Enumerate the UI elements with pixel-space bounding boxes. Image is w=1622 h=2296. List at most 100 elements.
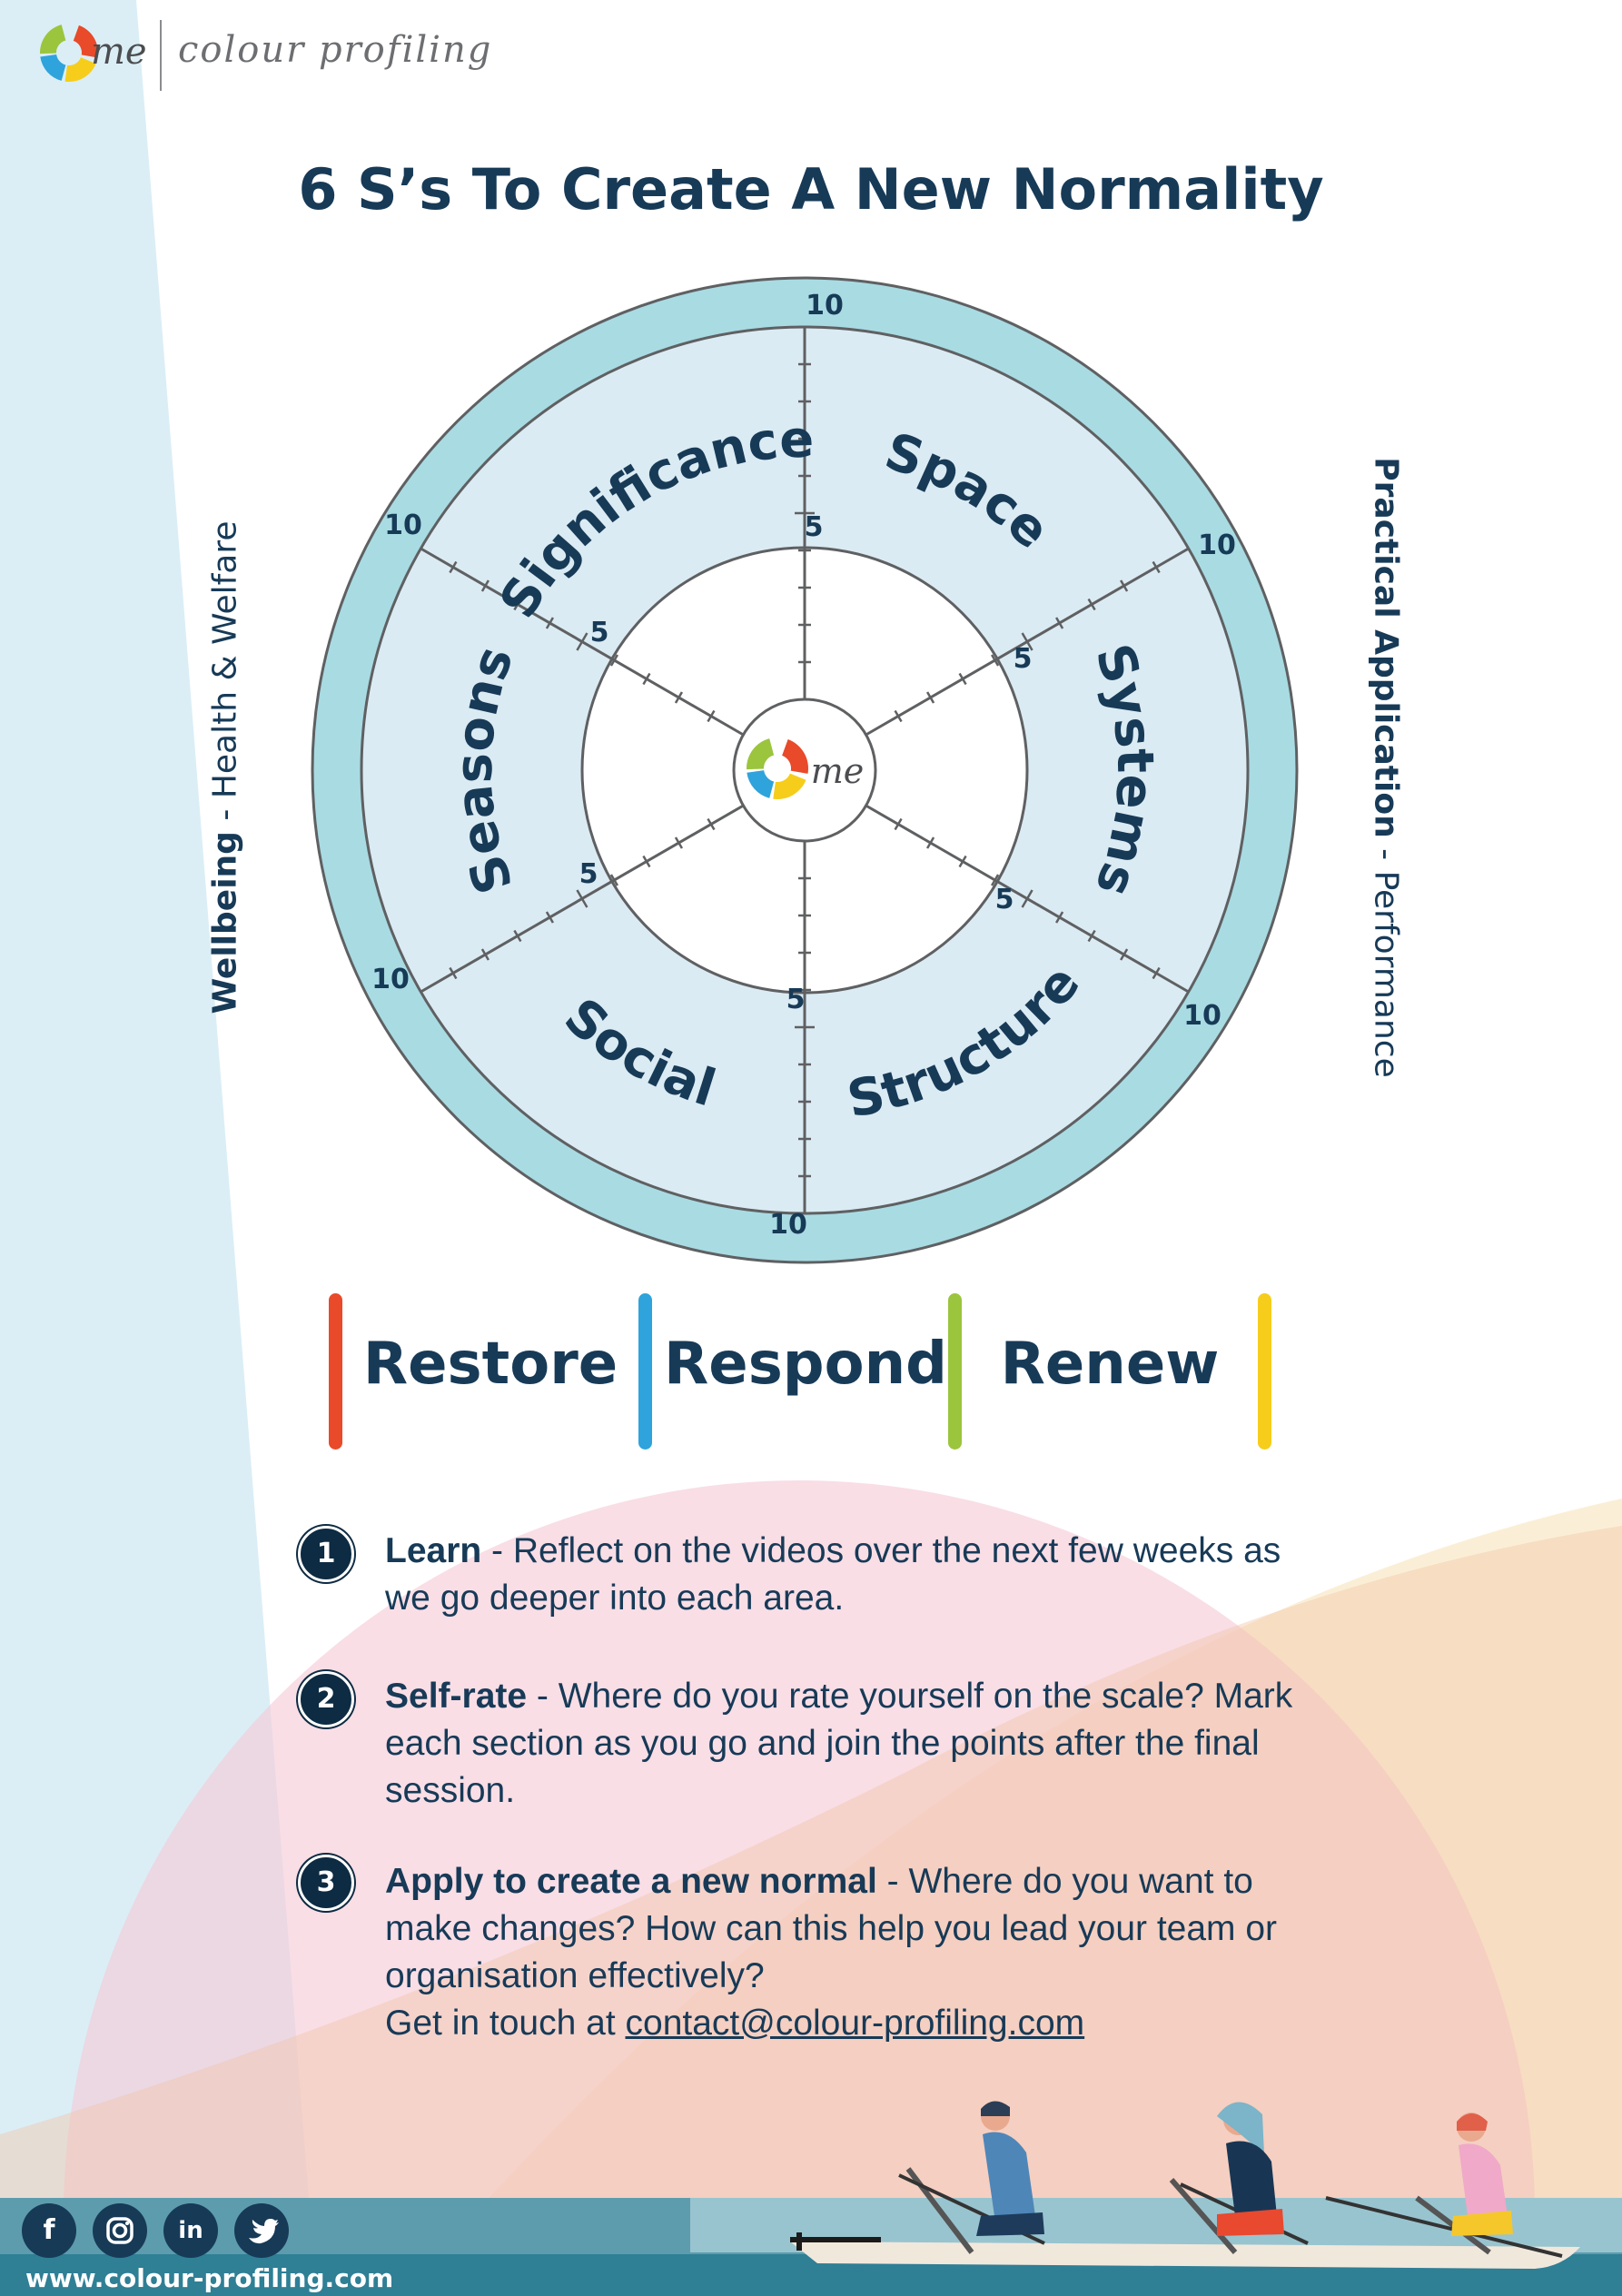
scale-tick xyxy=(707,817,716,831)
scale-tick xyxy=(1152,560,1161,574)
logo-arc-red xyxy=(782,739,808,774)
scale-tick xyxy=(990,874,1000,886)
contact-prefix: Get in touch at xyxy=(385,2004,626,2043)
scale-tick xyxy=(925,836,935,849)
website-url[interactable]: www.colour-profiling.com xyxy=(25,2263,394,2293)
scale-tick xyxy=(1152,966,1161,980)
logo-arc-yellow xyxy=(64,57,96,82)
rower-3 xyxy=(1451,2113,1513,2236)
instagram-icon[interactable] xyxy=(93,2203,147,2258)
rowing-boat xyxy=(790,2101,1580,2269)
scale-tick xyxy=(1055,911,1064,924)
scale-tick xyxy=(894,709,903,723)
peach-hill xyxy=(0,1526,1622,2216)
scale-tick xyxy=(958,672,967,686)
scale-tick xyxy=(513,598,522,611)
step-2-title: Self-rate xyxy=(385,1677,528,1716)
linkedin-icon[interactable]: in xyxy=(163,2203,218,2258)
logo-arc-blue xyxy=(40,54,66,81)
scale-label-mid: 5 xyxy=(590,617,609,648)
scale-label-max: 10 xyxy=(806,290,844,322)
scale-label-max: 10 xyxy=(384,510,422,541)
scale-tick xyxy=(1021,889,1034,908)
side-label-left: Wellbeing - Health & Welfare xyxy=(207,520,244,1014)
twitter-icon[interactable] xyxy=(234,2203,289,2258)
phase-renew: Renew xyxy=(1000,1331,1220,1398)
side-label-right-rest: - Performance xyxy=(1367,837,1405,1078)
phase-bar-green xyxy=(948,1293,962,1450)
scale-label-mid: 5 xyxy=(579,858,598,890)
scale-tick xyxy=(609,654,619,667)
scale-tick xyxy=(1184,985,1193,998)
scale-tick xyxy=(1120,948,1129,961)
rower-1 xyxy=(976,2101,1044,2236)
step-number-2: 2 xyxy=(298,1671,354,1727)
scale-tick xyxy=(925,691,935,704)
brand-separator xyxy=(160,20,162,91)
contact-email-link[interactable]: contact@colour-profiling.com xyxy=(625,2004,1085,2043)
step-2: Self-rate - Where do you rate yourself o… xyxy=(385,1673,1330,1815)
scale-label-max: 10 xyxy=(371,964,410,995)
phase-respond: Respond xyxy=(664,1331,947,1398)
brand-logo-text: me xyxy=(91,31,147,73)
scale-tick xyxy=(707,709,716,723)
scale-tick xyxy=(674,836,684,849)
scale-tick xyxy=(449,966,458,980)
scale-tick xyxy=(674,691,684,704)
scale-tick xyxy=(1184,542,1193,555)
step-2-text: - Where do you rate yourself on the scal… xyxy=(385,1677,1293,1810)
scale-tick xyxy=(545,617,554,629)
phase-bar-red xyxy=(329,1293,342,1450)
left-blue-panel xyxy=(0,0,309,2198)
scale-label-max: 10 xyxy=(1183,1000,1221,1032)
facebook-icon[interactable]: f xyxy=(22,2203,76,2258)
scale-tick xyxy=(545,911,554,924)
page-title: 6 S’s To Create A New Normality xyxy=(298,156,1324,223)
scale-tick xyxy=(449,560,458,574)
logo-arc-red xyxy=(73,25,98,58)
scale-tick xyxy=(642,672,651,686)
scale-tick xyxy=(416,542,425,555)
scale-label-mid: 5 xyxy=(1014,643,1033,675)
scale-label-max: 10 xyxy=(1198,529,1236,561)
step-3-title: Apply to create a new normal xyxy=(385,1862,877,1901)
scale-tick xyxy=(609,874,619,886)
logo-arc-blue xyxy=(747,770,775,798)
pink-sun xyxy=(64,1480,1535,2216)
side-label-right-bold: Practical Application xyxy=(1367,457,1405,838)
scale-tick xyxy=(1120,579,1129,592)
scale-tick xyxy=(480,948,490,961)
phase-restore: Restore xyxy=(362,1331,618,1398)
rower-2 xyxy=(1217,2102,1284,2236)
brand-logo: me xyxy=(40,25,147,82)
scale-tick xyxy=(576,889,588,908)
scale-tick xyxy=(416,985,425,998)
side-label-right: Practical Application - Performance xyxy=(1368,457,1405,1077)
step-number-1: 1 xyxy=(298,1526,354,1582)
center-logo-text: me xyxy=(811,751,865,791)
phase-bar-blue xyxy=(638,1293,652,1450)
scale-label-mid: 5 xyxy=(786,984,806,1015)
scale-tick xyxy=(576,632,588,651)
step-1: Learn - Reflect on the videos over the n… xyxy=(385,1528,1330,1622)
scale-label-mid: 5 xyxy=(805,511,824,543)
scale-tick xyxy=(894,817,903,831)
scale-tick xyxy=(1087,598,1096,611)
logo-arc-green xyxy=(40,25,66,54)
scale-tick xyxy=(958,855,967,868)
scale-tick xyxy=(513,929,522,943)
brand-name: colour profiling xyxy=(178,29,493,71)
step-1-title: Learn xyxy=(385,1531,482,1570)
phase-bar-yellow xyxy=(1258,1293,1271,1450)
scale-tick xyxy=(1087,929,1096,943)
scale-tick xyxy=(642,855,651,868)
scale-tick xyxy=(1055,617,1064,629)
logo-arc-yellow xyxy=(773,773,806,800)
logo-arc-green xyxy=(746,738,775,770)
step-3: Apply to create a new normal - Where do … xyxy=(385,1858,1330,2047)
scale-tick xyxy=(990,654,1000,667)
